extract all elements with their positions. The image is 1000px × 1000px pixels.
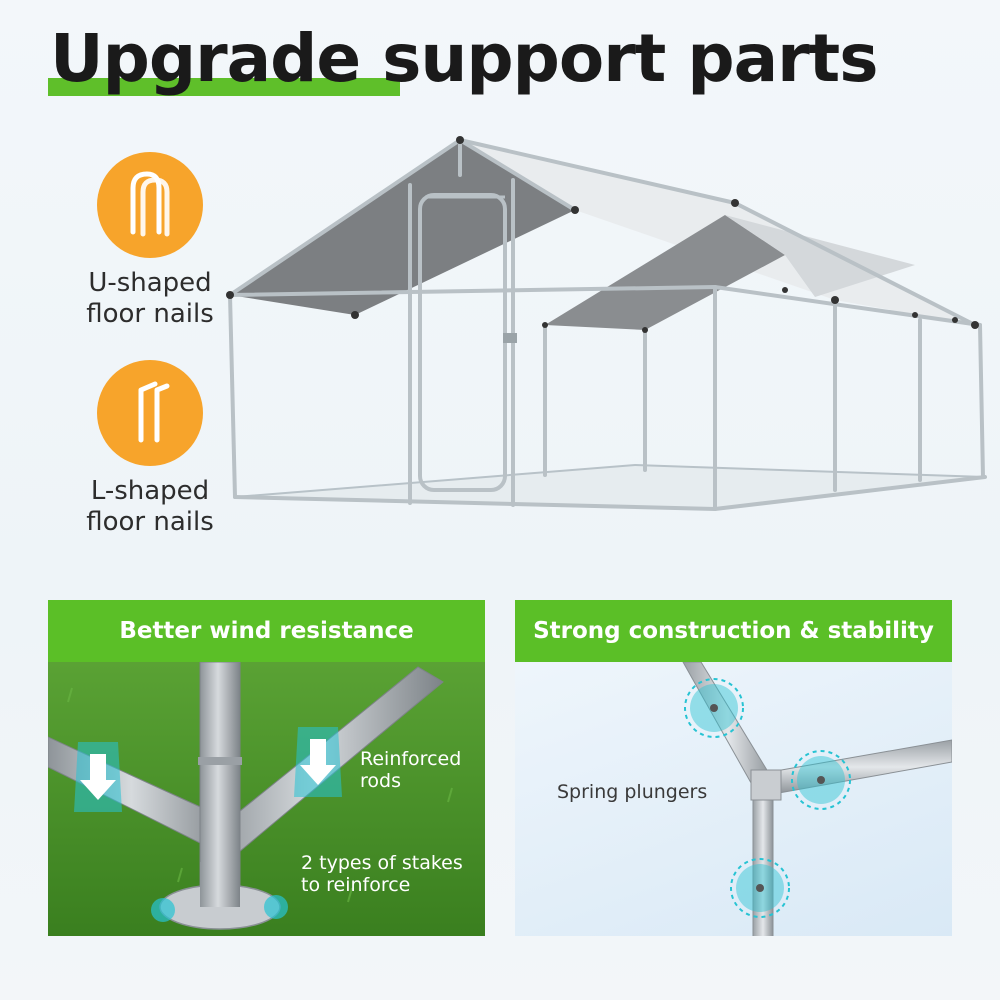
coop-roof-bolts (226, 136, 979, 333)
nail-label-line1: U-shaped (88, 268, 212, 298)
coop-roof-front-left (230, 140, 575, 315)
nail-item-l-shaped: L-shaped floor nails (70, 360, 230, 538)
spring-plunger-highlight-icon (791, 750, 851, 810)
page-title-block: Upgrade support parts (40, 14, 940, 104)
l-shaped-nail-icon (97, 360, 203, 466)
page-title: Upgrade support parts (50, 20, 878, 97)
callout-line: Reinforced (360, 748, 462, 770)
nail-label-line2: floor nails (86, 507, 214, 537)
nail-label: U-shaped floor nails (70, 268, 230, 330)
down-arrow-icon (74, 742, 122, 812)
stakes-callout: 2 types of stakes to reinforce (301, 852, 463, 896)
nail-label-line1: L-shaped (90, 476, 210, 506)
spring-plunger-photo (682, 662, 952, 936)
down-arrow-icon (294, 727, 342, 797)
nail-label: L-shaped floor nails (70, 476, 230, 538)
callout-line: to reinforce (301, 874, 411, 896)
feature-card-construction-stability: Strong construction & stability (515, 600, 952, 936)
title-highlight-bar (48, 78, 400, 96)
nail-item-u-shaped: U-shaped floor nails (70, 152, 230, 330)
coop-roof-back-right (725, 215, 915, 297)
card-header: Better wind resistance (48, 600, 485, 662)
coop-roof-back-left (545, 215, 785, 330)
stake-highlight-icon (151, 895, 288, 922)
card-header: Strong construction & stability (515, 600, 952, 662)
coop-frame (228, 138, 987, 511)
reinforced-rods-callout: Reinforced rods (360, 748, 461, 792)
coop-floor (234, 463, 986, 511)
callout-line: 2 types of stakes (301, 852, 463, 874)
chicken-coop-illustration (226, 136, 987, 511)
u-shaped-nail-icon (97, 152, 203, 258)
spring-plungers-callout: Spring plungers (557, 781, 708, 803)
nail-label-line2: floor nails (86, 299, 214, 329)
spring-plunger-highlight-icon (684, 678, 744, 738)
callout-line: rods (360, 770, 401, 792)
spring-plunger-highlight-icon (730, 858, 790, 918)
feature-card-wind-resistance: Better wind resistance (48, 600, 485, 936)
wind-resistance-photo (48, 662, 485, 936)
